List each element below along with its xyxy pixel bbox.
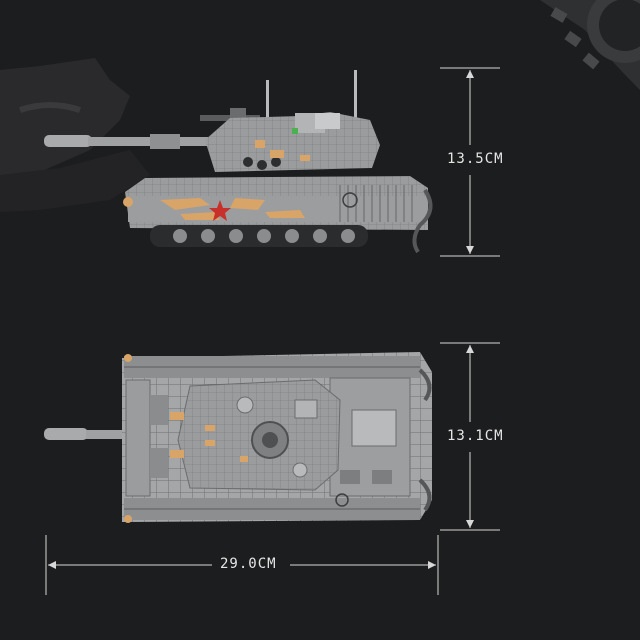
background-decal xyxy=(0,58,130,180)
top-height-label: 13.1CM xyxy=(447,428,504,444)
length-label: 29.0CM xyxy=(216,556,281,572)
tank-top-icon xyxy=(44,352,432,523)
side-height-label: 13.5CM xyxy=(447,151,504,167)
tread-corner-decoration xyxy=(540,0,640,90)
dimension-lines xyxy=(45,67,500,595)
tank-side-icon xyxy=(44,70,433,254)
